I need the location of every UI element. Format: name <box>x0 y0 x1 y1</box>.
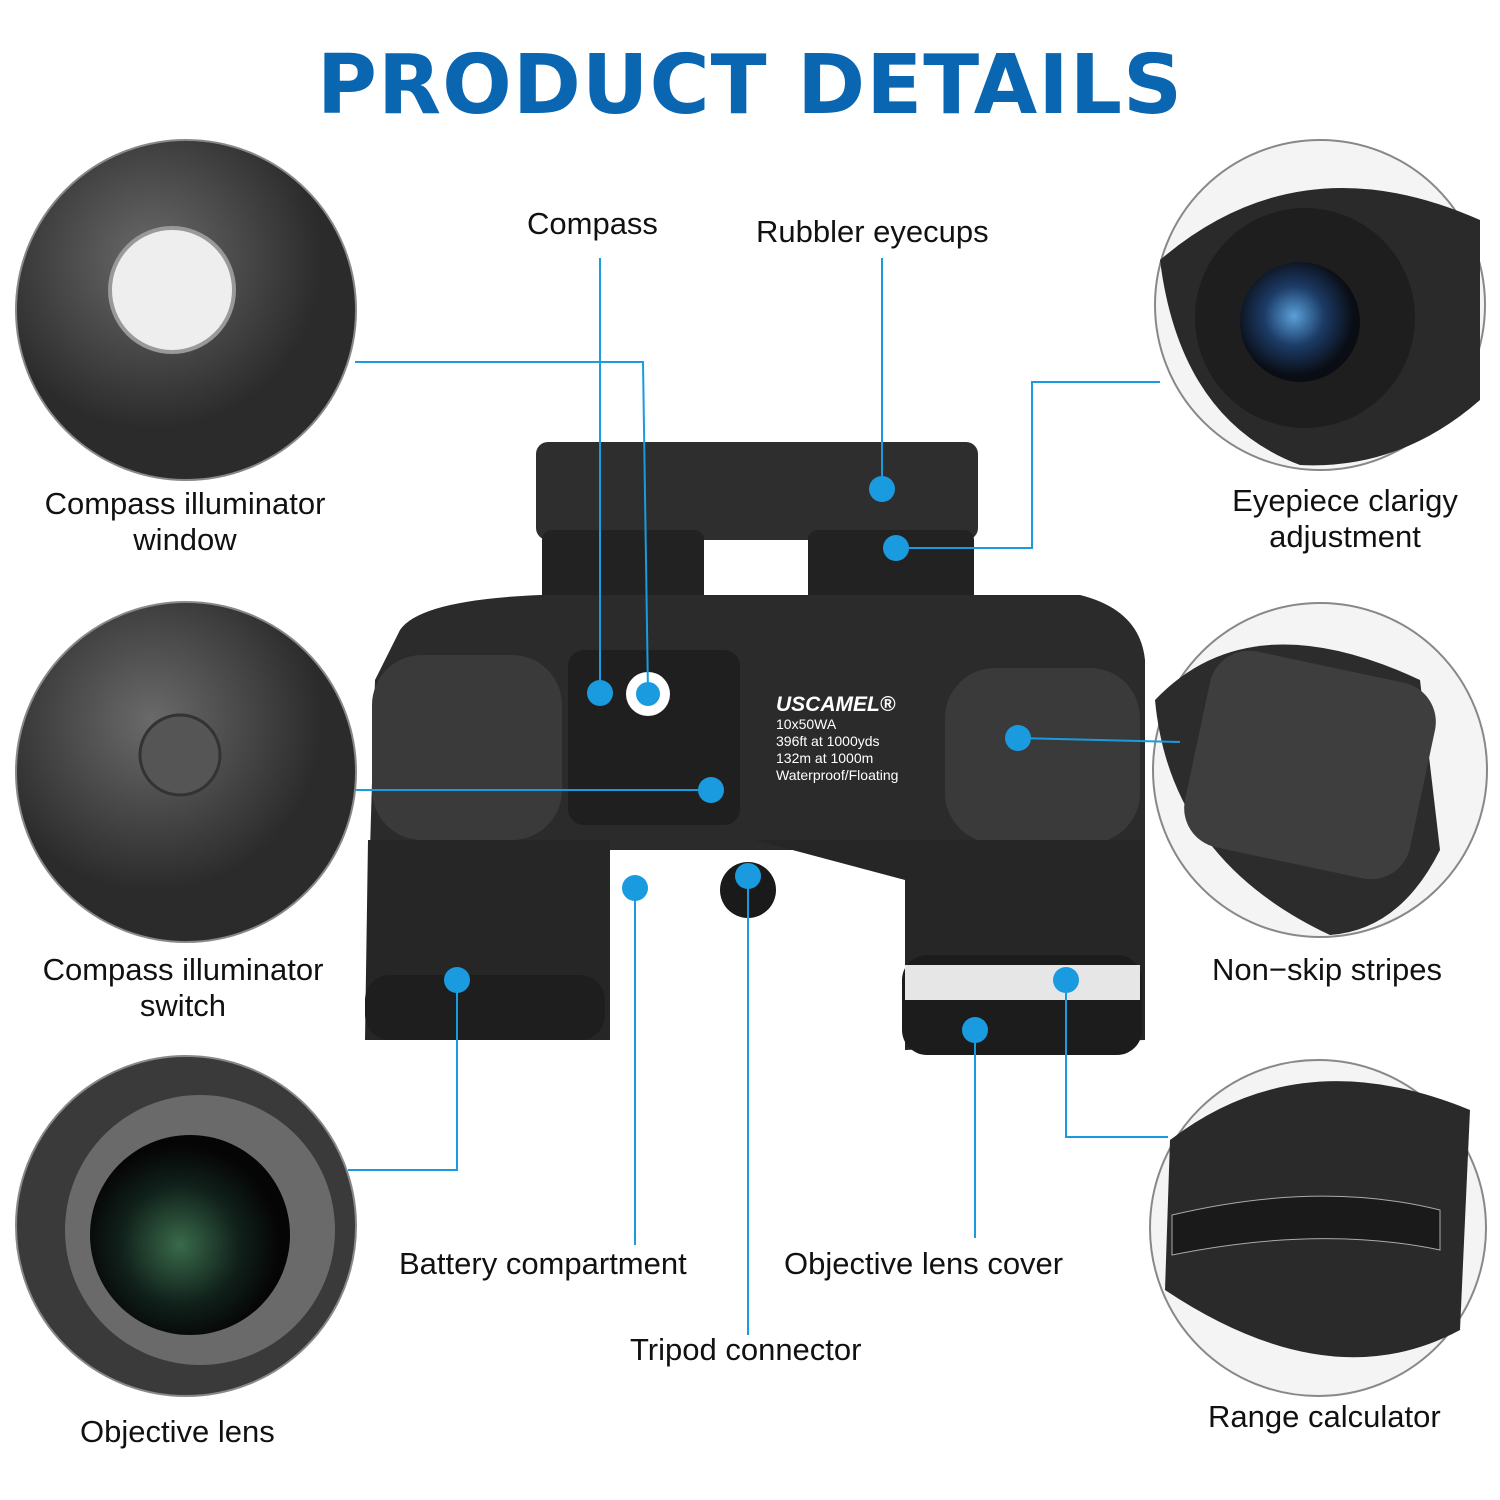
label-nonskip: Non−skip stripes <box>1212 952 1443 987</box>
model: 10x50WA <box>776 716 837 732</box>
label-lens-cover: Objective lens cover <box>784 1246 1064 1281</box>
callout-lines <box>348 258 1181 1335</box>
label-battery: Battery compartment <box>399 1246 687 1281</box>
label-illuminator-switch: Compass illuminator switch <box>18 952 348 1024</box>
label-line: switch <box>139 988 227 1023</box>
label-tripod: Tripod connector <box>630 1332 862 1367</box>
label-eyepiece: Eyepiece clarigy adjustment <box>1205 483 1485 555</box>
brand-name: USCAMEL® <box>776 693 896 716</box>
detail-objective-lens <box>15 1055 357 1397</box>
detail-illuminator-window <box>15 139 357 481</box>
callout-dots <box>444 476 1079 1043</box>
label-line: window <box>133 522 237 557</box>
page-title: PRODUCT DETAILS <box>316 38 1184 133</box>
label-objective: Objective lens <box>80 1414 275 1449</box>
label-line: Compass illuminator <box>44 486 326 521</box>
label-range: Range calculator <box>1208 1399 1441 1434</box>
fov-metric: 132m at 1000m <box>776 750 874 766</box>
label-line: Compass illuminator <box>42 952 324 987</box>
detail-nonskip-stripes <box>1152 602 1488 938</box>
features: Waterproof/Floating <box>776 767 899 783</box>
detail-illuminator-switch <box>15 601 357 943</box>
label-line: Eyepiece clarigy <box>1232 483 1458 518</box>
label-line: adjustment <box>1269 519 1421 554</box>
label-illuminator-window: Compass illuminator window <box>20 486 350 558</box>
fov-imperial: 396ft at 1000yds <box>776 733 880 749</box>
product-branding: USCAMEL® 10x50WA 396ft at 1000yds 132m a… <box>776 694 898 784</box>
detail-range-calculator <box>1149 1059 1487 1397</box>
detail-eyepiece <box>1154 139 1486 471</box>
binocular <box>365 442 1145 1055</box>
label-compass: Compass <box>527 206 658 241</box>
label-eyecups: Rubbler eyecups <box>756 214 989 249</box>
